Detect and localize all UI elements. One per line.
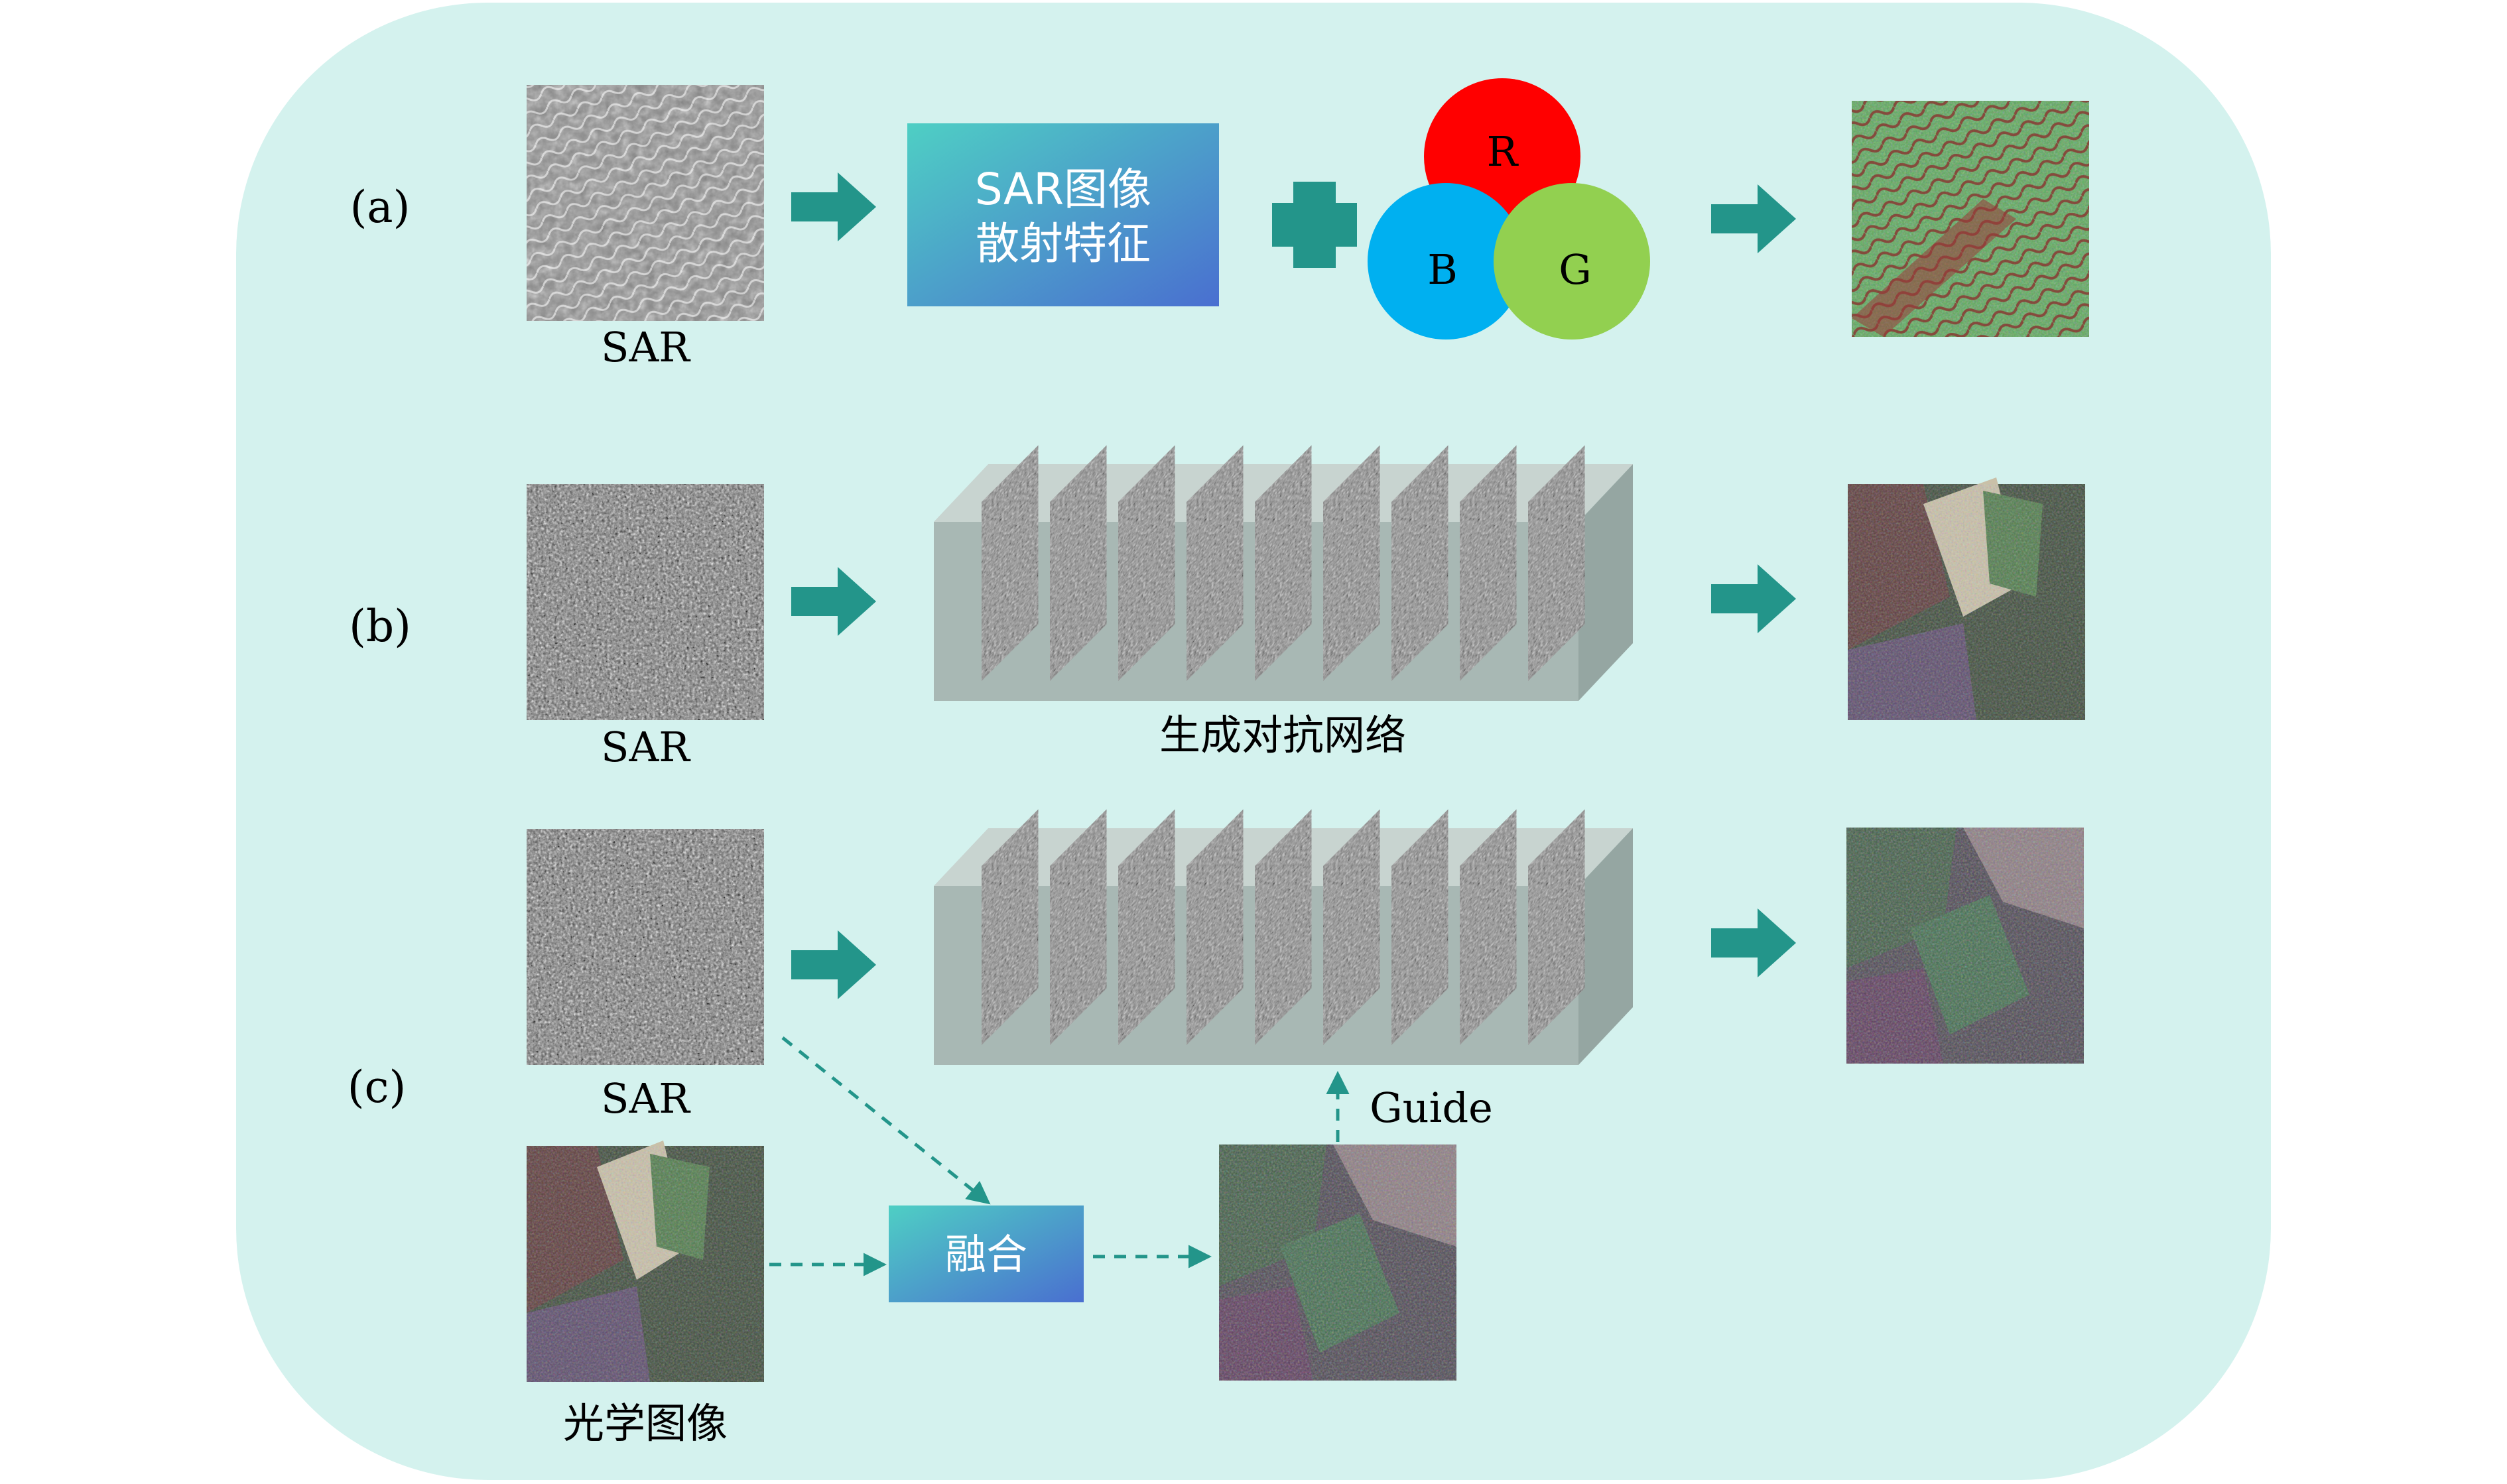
row-a-label: (a) xyxy=(350,182,411,233)
row-a-sar-image xyxy=(527,85,764,321)
row-b-network xyxy=(934,446,1633,701)
g-label: G xyxy=(1559,245,1592,294)
row-c-optical-caption: 光学图像 xyxy=(563,1399,728,1448)
row-b-sar-caption: SAR xyxy=(601,723,691,771)
row-a-feature-box: SAR图像 散射特征 xyxy=(907,123,1219,306)
r-label: R xyxy=(1487,127,1519,176)
row-b-output-image xyxy=(1848,477,2085,720)
row-c-optical-image xyxy=(527,1141,764,1382)
row-b-network-caption: 生成对抗网络 xyxy=(1159,711,1406,759)
row-a-sar-caption: SAR xyxy=(601,323,691,371)
row-c-output-image xyxy=(1846,828,2084,1064)
row-b-label: (b) xyxy=(349,601,411,652)
row-c-sar-caption: SAR xyxy=(601,1074,691,1123)
fusion-box: 融合 xyxy=(889,1206,1084,1302)
sar-to-fusion-dashed-arrow-icon xyxy=(781,1036,991,1205)
row-c-network xyxy=(934,810,1633,1065)
row-c-sar-image xyxy=(527,829,764,1065)
rgb-circles: R B G xyxy=(1368,78,1650,340)
row-b-network-slices xyxy=(982,446,1585,682)
row-c-guide-image xyxy=(1219,1144,1456,1381)
row-a-output-image xyxy=(1852,101,2089,337)
row-a-feature-line1: SAR图像 xyxy=(975,164,1151,215)
plus-icon xyxy=(1272,182,1357,268)
guide-label: Guide xyxy=(1370,1083,1493,1132)
row-a-feature-line2: 散射特征 xyxy=(976,218,1151,269)
blue-circle xyxy=(1368,183,1524,340)
row-b-sar-image xyxy=(527,484,764,720)
fusion-label: 融合 xyxy=(945,1230,1027,1278)
row-c-network-slices xyxy=(982,810,1585,1046)
green-circle xyxy=(1494,183,1650,340)
background-panel xyxy=(236,3,2271,1480)
row-c-label: (c) xyxy=(348,1062,406,1113)
b-label: B xyxy=(1427,245,1458,294)
